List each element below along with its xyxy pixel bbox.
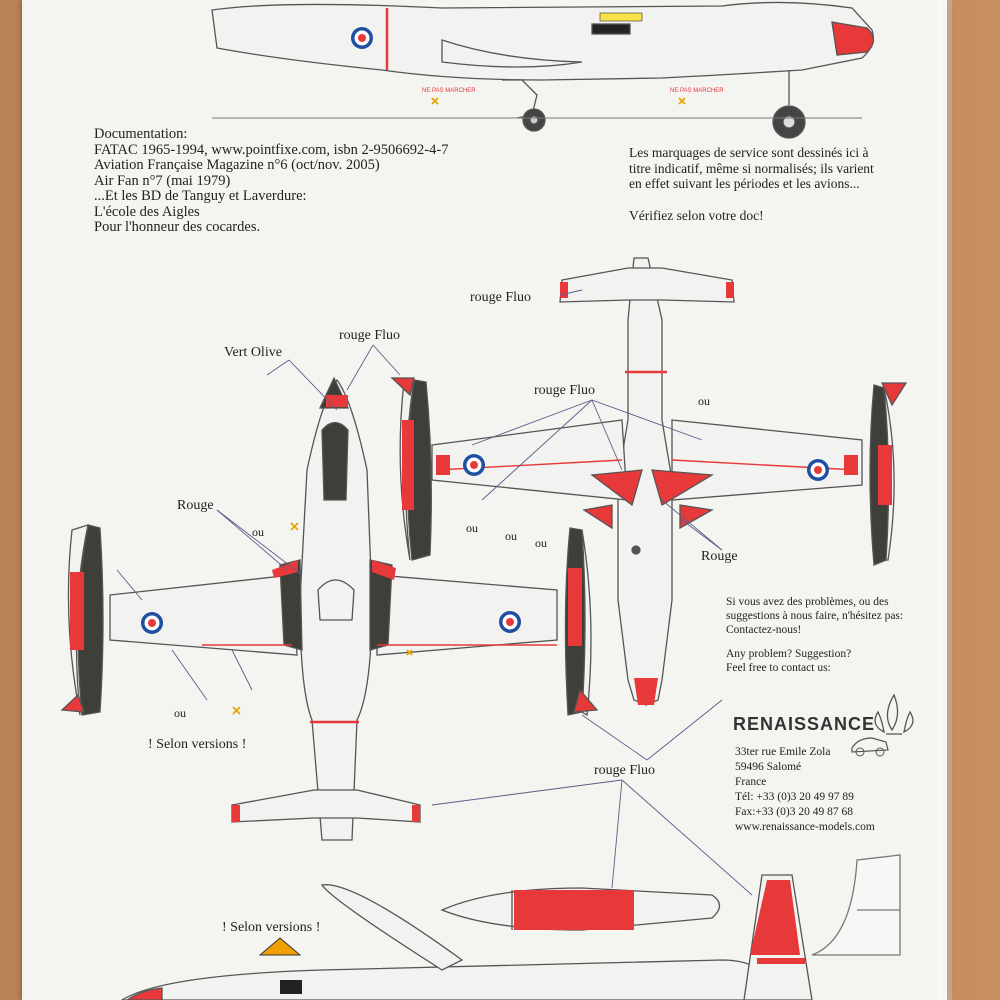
planform-upper-surface <box>60 376 599 841</box>
decal-instruction-sheet: NE PAS MARCHER NE PAS MARCHER <box>22 0 947 1000</box>
address-line: Fax:+33 (0)3 20 49 87 68 <box>735 806 853 818</box>
svg-text:NE PAS MARCHER: NE PAS MARCHER <box>422 88 476 94</box>
contact-french: Si vous avez des problèmes, ou des sugge… <box>726 595 903 637</box>
logo-text: RENAISSANCE <box>733 714 876 734</box>
callout-rouge-right: Rouge <box>701 549 738 564</box>
contact-english: Any problem? Suggestion? Feel free to co… <box>726 647 851 675</box>
service-note-line: en effet suivant les périodes et les avi… <box>629 176 860 191</box>
contact-line: suggestions à nous faire, n'hésitez pas: <box>726 610 904 622</box>
address-line: 33ter rue Emile Zola <box>735 746 831 758</box>
callout-rouge-fluo-right: rouge Fluo <box>470 290 532 305</box>
side-profile-bottom <box>120 854 901 1000</box>
service-note-line <box>629 192 874 208</box>
documentation-line: FATAC 1965-1994, www.pointfixe.com, isbn… <box>94 141 449 158</box>
callout-selon-versions: ! Selon versions ! <box>222 920 321 935</box>
ou-label: ou <box>174 706 186 720</box>
documentation-title: Documentation: <box>94 126 188 142</box>
service-note-line: Les marquages de service sont dessinés i… <box>629 145 869 160</box>
planform-lower-surface <box>390 257 908 706</box>
warning-symbols <box>232 522 413 715</box>
documentation-line: ...Et les BD de Tanguy et Laverdure: <box>94 188 307 204</box>
side-profile-top: NE PAS MARCHER NE PAS MARCHER <box>211 1 875 139</box>
callout-vert-olive: Vert Olive <box>224 345 282 360</box>
renaissance-logo: RENAISSANCE <box>733 714 875 735</box>
service-note-line: Vérifiez selon votre doc! <box>629 207 764 223</box>
contact-line: Si vous avez des problèmes, ou des <box>726 596 889 608</box>
fleur-de-lis-car-icon <box>851 693 914 757</box>
documentation-block: Documentation: FATAC 1965-1994, www.poin… <box>94 126 449 236</box>
plastic-sleeve-edge <box>938 0 952 1000</box>
service-note-line: titre indicatif, même si normalisés; ils… <box>629 160 874 176</box>
contact-line: Contactez-nous! <box>726 624 802 636</box>
contact-line: Feel free to contact us: <box>726 662 831 674</box>
callout-rouge-fluo-mid: rouge Fluo <box>534 383 596 398</box>
callout-rouge-fluo-bottom: rouge Fluo <box>594 763 656 778</box>
service-markings-note: Les marquages de service sont dessinés i… <box>629 145 874 223</box>
callout-selon-versions: ! Selon versions ! <box>148 737 247 752</box>
documentation-line: L'école des Aigles <box>94 203 200 220</box>
address-line: www.renaissance-models.com <box>735 821 875 833</box>
documentation-line: Air Fan n°7 (mai 1979) <box>94 172 231 189</box>
svg-text:NE PAS MARCHER: NE PAS MARCHER <box>670 88 724 94</box>
callout-rouge-fluo-top: rouge Fluo <box>339 328 401 343</box>
ou-label: ou <box>466 521 478 535</box>
documentation-line: Aviation Française Magazine n°6 (oct/nov… <box>94 157 380 173</box>
company-address: 33ter rue Emile Zola 59496 Salomé France… <box>735 745 875 835</box>
callout-leader-lines <box>116 289 753 896</box>
address-line: France <box>735 776 767 788</box>
address-line: Tél: +33 (0)3 20 49 97 89 <box>735 791 854 803</box>
documentation-line: Pour l'honneur des cocardes. <box>94 219 261 235</box>
address-line: 59496 Salomé <box>735 761 802 773</box>
contact-line: Any problem? Suggestion? <box>726 648 852 660</box>
callout-rouge-left: Rouge <box>177 498 214 513</box>
ou-label: ou <box>505 529 517 543</box>
ou-label: ou <box>535 536 547 550</box>
ou-label: ou <box>698 394 710 408</box>
aircraft-drawings: NE PAS MARCHER NE PAS MARCHER <box>60 1 908 1000</box>
ou-label: ou <box>252 525 264 539</box>
